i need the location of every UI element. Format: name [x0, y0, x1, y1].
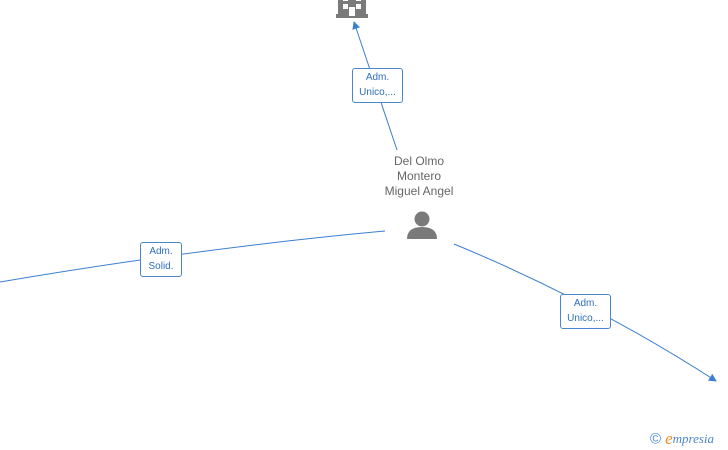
edge-label-left[interactable]: Adm. Solid.	[140, 242, 182, 277]
edge-label-top[interactable]: Adm. Unico,...	[352, 68, 403, 103]
edge-label-line: Adm.	[149, 246, 173, 257]
person-name-line: Miguel Angel	[384, 184, 454, 198]
person-name[interactable]: Del Olmo Montero Miguel Angel	[369, 154, 469, 199]
person-name-line: Del Olmo	[393, 154, 444, 168]
edge-label-line: Adm.	[573, 298, 598, 309]
edge-label-line: Adm.	[365, 72, 390, 83]
edge-label-right[interactable]: Adm. Unico,...	[560, 294, 611, 329]
edge-label-line: Solid.	[148, 261, 174, 272]
person-name-line: Montero	[396, 169, 442, 183]
copyright-icon: ©	[650, 430, 662, 448]
edge-label-line: Unico,...	[567, 313, 604, 324]
brand-logo: ©empresia	[650, 429, 714, 449]
brand-initial: e	[665, 429, 673, 448]
edge-label-line: Unico,...	[359, 87, 396, 98]
brand-name: mpresia	[672, 431, 715, 446]
person-icon[interactable]	[406, 210, 438, 240]
edge-to-left-company	[0, 230, 386, 283]
building-icon[interactable]	[336, 0, 368, 18]
